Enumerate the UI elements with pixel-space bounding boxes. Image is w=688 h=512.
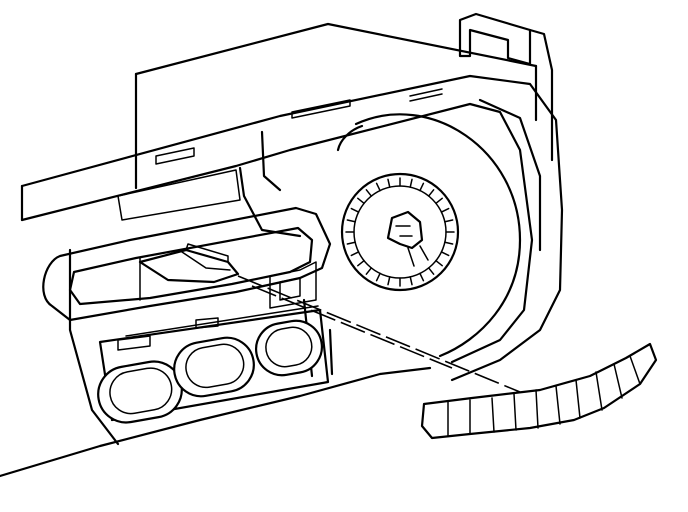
socket-tooth <box>357 259 365 267</box>
trim-strip <box>420 342 658 440</box>
lens-window <box>42 206 332 322</box>
socket-teeth <box>345 177 455 287</box>
socket-tooth <box>435 197 443 205</box>
push-button-middle <box>173 336 255 398</box>
socket-tooth <box>375 272 381 282</box>
socket-tooth <box>440 207 450 213</box>
trim-strip-rib <box>535 389 539 429</box>
lamp-socket <box>340 172 460 292</box>
socket-tooth <box>409 276 413 286</box>
trim-strip-rib <box>595 371 603 411</box>
button-panel <box>97 305 330 424</box>
socket-tooth <box>375 182 381 192</box>
trim-strip-rib <box>613 363 623 399</box>
socket-tooth <box>444 241 454 245</box>
socket-tooth <box>427 267 435 275</box>
socket-tooth <box>427 189 435 197</box>
trim-strip-rib <box>491 397 495 433</box>
socket-tooth <box>387 178 391 188</box>
socket-tooth <box>350 207 360 213</box>
leader-lines <box>237 275 521 393</box>
mounting-bracket <box>458 12 554 162</box>
trim-strip-rib <box>575 379 581 419</box>
socket-tooth <box>365 189 373 197</box>
bulb-lens-piece <box>138 243 240 284</box>
dash-bezel <box>0 74 564 478</box>
socket-tooth <box>365 267 373 275</box>
trim-strip-rib <box>629 355 641 385</box>
socket-tooth <box>357 197 365 205</box>
socket-tooth <box>350 251 360 257</box>
socket-tooth <box>387 276 391 286</box>
socket-tooth <box>444 219 454 223</box>
socket-tooth <box>440 251 450 257</box>
trim-strip-rib <box>555 385 561 425</box>
trim-strip-rib <box>513 393 517 431</box>
push-button-right <box>255 319 323 377</box>
push-buttons <box>97 319 323 424</box>
socket-tooth <box>419 182 425 192</box>
socket-tooth <box>346 241 356 245</box>
socket-tooth <box>346 219 356 223</box>
push-button-left <box>97 360 183 424</box>
socket-tooth <box>409 178 413 188</box>
socket-tooth <box>435 259 443 267</box>
trim-strip-ribs <box>447 355 641 437</box>
socket-tooth <box>419 272 425 282</box>
